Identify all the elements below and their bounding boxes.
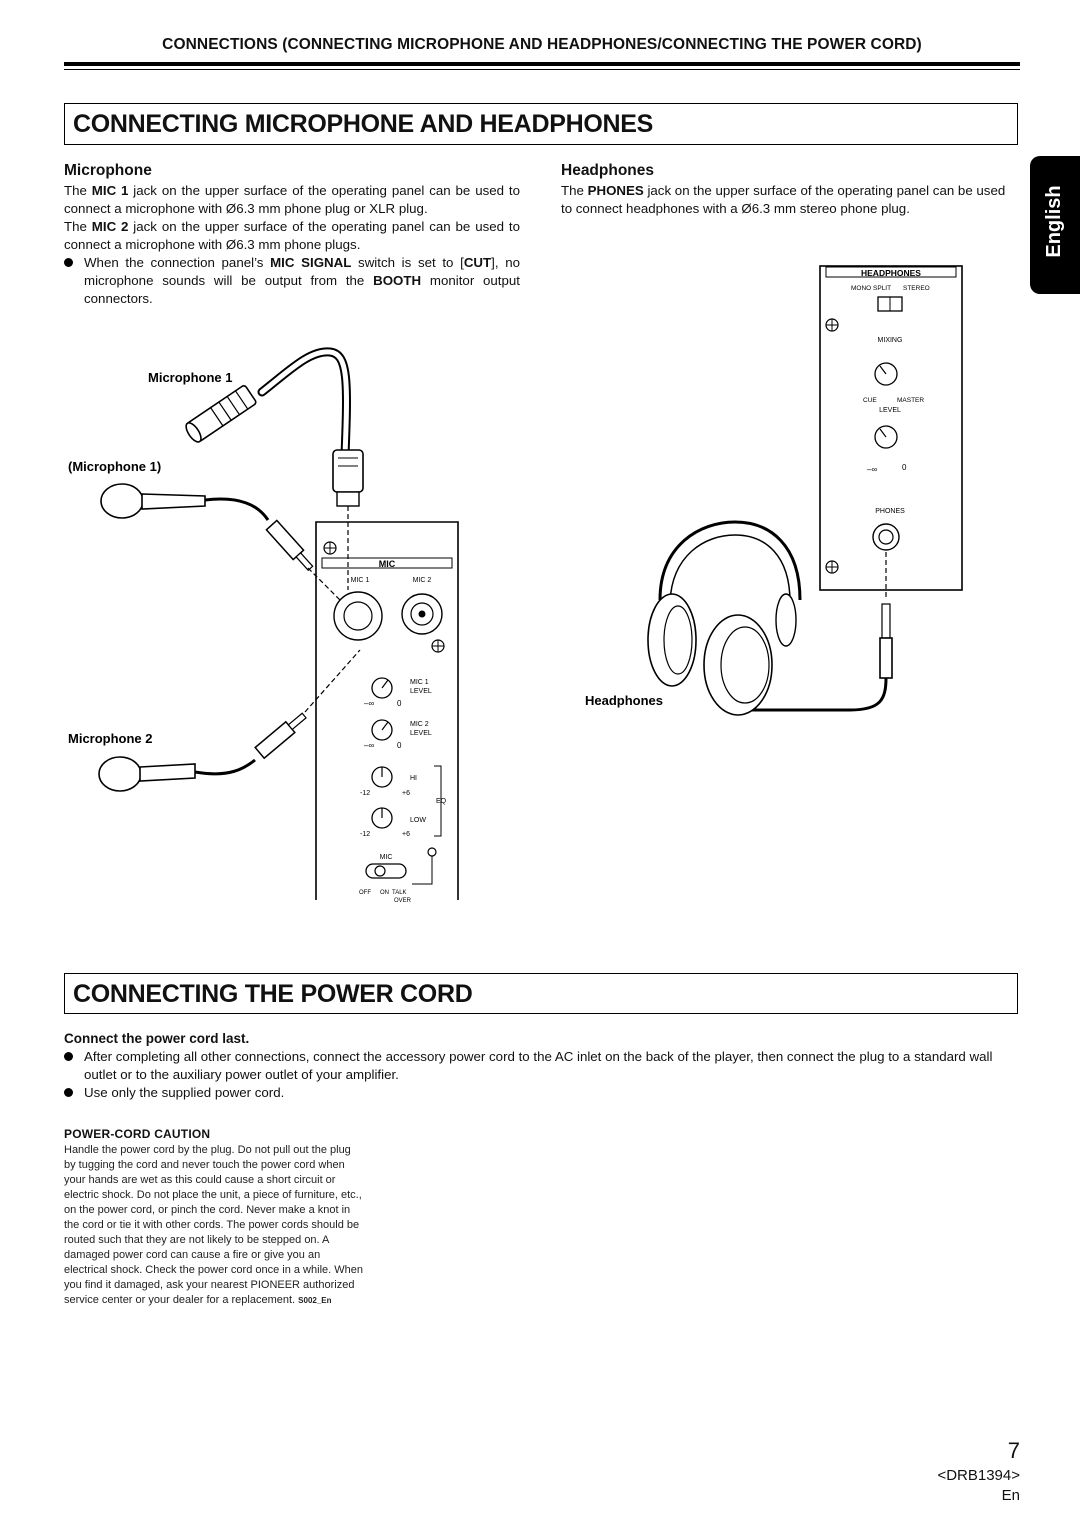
- microphone-connection-figure: Microphone 1 (Microphone 1) Microphone 2…: [68, 347, 459, 904]
- label-headphones: Headphones: [585, 693, 663, 708]
- hp-mono-split: MONO SPLIT: [851, 285, 891, 292]
- eq-low-max: +6: [402, 831, 410, 838]
- language-tab: English: [1030, 156, 1080, 294]
- mic2-level-b: LEVEL: [410, 730, 432, 737]
- hp-level-max: 0: [902, 463, 907, 472]
- headphones-heading: Headphones: [561, 162, 655, 179]
- mic1-paragraph: The MIC 1 jack on the upper surface of t…: [64, 183, 520, 216]
- hp-level-min: –∞: [867, 465, 877, 474]
- headphones-connection-figure: HEADPHONES MONO SPLIT STEREO MIXING CUE …: [585, 265, 963, 716]
- power-cord-bullet-1: After completing all other connections, …: [64, 1048, 1022, 1084]
- hp-mixing: MIXING: [878, 337, 903, 344]
- headphones-section: Headphones The PHONES jack on the upper …: [561, 162, 1020, 218]
- header-rule: [64, 62, 1020, 66]
- mic-switch-label: MIC: [380, 854, 393, 861]
- mic2-min: –∞: [364, 741, 374, 750]
- mic1-level-a: MIC 1: [410, 679, 429, 686]
- panel-mic1: MIC 1: [351, 577, 370, 584]
- language-tab-label: English: [1043, 185, 1065, 258]
- mic-panel-illustration: [315, 521, 459, 900]
- hp-cue: CUE: [863, 397, 877, 404]
- panel-mic2: MIC 2: [413, 577, 432, 584]
- hp-phones: PHONES: [875, 508, 905, 515]
- language-code: En: [1001, 1487, 1020, 1504]
- caution-text: Handle the power cord by the plug. Do no…: [64, 1144, 363, 1306]
- eq-hi-max: +6: [402, 790, 410, 797]
- mic1-min: –∞: [364, 699, 374, 708]
- power-cord-caution: POWER-CORD CAUTION Handle the power cord…: [64, 1127, 364, 1308]
- section-title-power-cord: CONNECTING THE POWER CORD: [64, 973, 1018, 1014]
- mic2-max: 0: [397, 741, 402, 750]
- page-number: 7: [1007, 1438, 1020, 1463]
- hp-level: LEVEL: [879, 407, 901, 414]
- power-cord-bullet-2: Use only the supplied power cord.: [64, 1084, 1022, 1102]
- eq-low-min: -12: [360, 831, 370, 838]
- mic2-paragraph: The MIC 2 jack on the upper surface of t…: [64, 219, 520, 252]
- handheld-microphone-2-illustration: [98, 649, 361, 792]
- mic-signal-bullet: When the connection panel’s MIC SIGNAL s…: [64, 254, 520, 308]
- eq-hi-min: -12: [360, 790, 370, 797]
- gooseneck-microphone-illustration: [185, 347, 364, 590]
- mic1-max: 0: [397, 699, 402, 708]
- hp-master: MASTER: [897, 397, 924, 404]
- mic1-level-b: LEVEL: [410, 688, 432, 695]
- label-microphone-2: Microphone 2: [68, 731, 153, 746]
- headphones-illustration: [647, 520, 802, 716]
- power-cord-heading: Connect the power cord last.: [64, 1031, 250, 1046]
- phones-paragraph: The PHONES jack on the upper surface of …: [561, 183, 1006, 216]
- eq-low: LOW: [410, 817, 426, 824]
- hp-stereo: STEREO: [903, 285, 930, 292]
- switch-on: ON: [380, 890, 389, 896]
- eq-hi: HI: [410, 775, 417, 782]
- header-rule-thin: [64, 69, 1020, 70]
- microphone-section: Microphone The MIC 1 jack on the upper s…: [64, 162, 520, 308]
- switch-talk: TALK: [392, 890, 407, 896]
- mic2-level-a: MIC 2: [410, 721, 429, 728]
- panel-title-mic: MIC: [379, 559, 396, 569]
- caution-title: POWER-CORD CAUTION: [64, 1127, 211, 1141]
- hp-panel-title: HEADPHONES: [861, 268, 921, 278]
- microphone-heading: Microphone: [64, 162, 152, 179]
- label-microphone-1: Microphone 1: [148, 370, 233, 385]
- running-header: CONNECTIONS (CONNECTING MICROPHONE AND H…: [162, 36, 922, 53]
- label-microphone-1-paren: (Microphone 1): [68, 459, 161, 474]
- switch-over: OVER: [394, 898, 412, 904]
- section-title-mic-headphones: CONNECTING MICROPHONE AND HEADPHONES: [64, 103, 1018, 145]
- power-cord-section: Connect the power cord last. After compl…: [64, 1031, 1022, 1102]
- eq-label: EQ: [436, 798, 447, 805]
- handheld-microphone-1-illustration: [100, 483, 341, 601]
- document-code: <DRB1394>: [937, 1467, 1020, 1484]
- switch-off: OFF: [359, 890, 371, 896]
